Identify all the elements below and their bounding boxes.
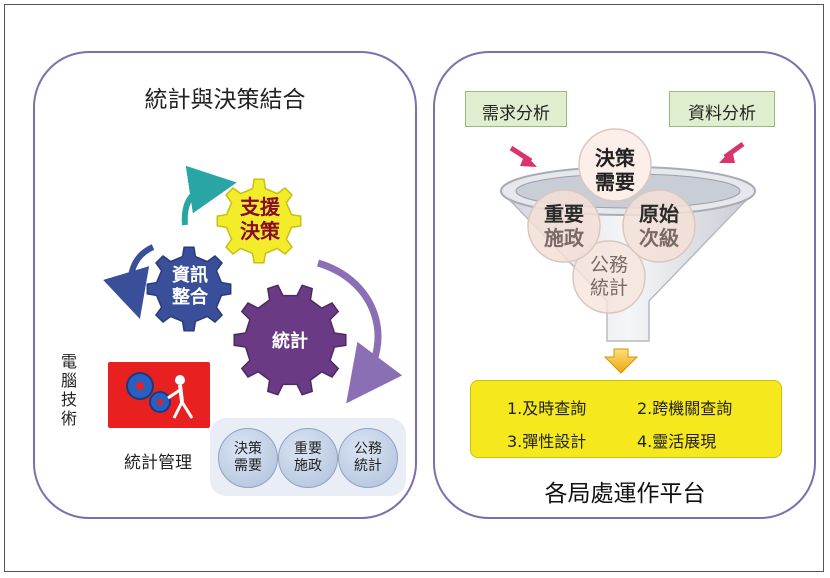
feature-4: 4.靈活展現 bbox=[637, 432, 717, 451]
chip-item: 重要施政 bbox=[278, 428, 338, 488]
purple-cycle-arrow bbox=[316, 259, 403, 404]
down-arrow bbox=[603, 348, 639, 374]
gears-figure-icon bbox=[126, 372, 194, 419]
funnel-circle-top bbox=[578, 128, 652, 202]
platform-title: 各局處運作平台 bbox=[544, 481, 706, 507]
left-panel-title: 統計與決策結合 bbox=[144, 87, 306, 113]
circle-top-label: 決策需要 bbox=[595, 146, 635, 194]
funnel-circle-left bbox=[527, 189, 601, 263]
gear-stats-icon bbox=[233, 284, 347, 396]
funnel-diagram bbox=[499, 128, 757, 374]
feature-2: 2.跨機關查詢 bbox=[637, 399, 733, 418]
pink-arrow-right-head bbox=[719, 149, 735, 163]
funnel-circle-bottom bbox=[572, 240, 646, 314]
gear-integration-label: 資訊整合 bbox=[172, 265, 208, 308]
feature-3: 3.彈性設計 bbox=[507, 432, 587, 451]
gear-diagram bbox=[103, 165, 403, 404]
circle-right-label: 原始次級 bbox=[639, 202, 679, 250]
input-box-demand: 需求分析 bbox=[465, 91, 567, 127]
computer-tech-image bbox=[108, 362, 210, 428]
circle-left-label: 重要施政 bbox=[544, 202, 584, 250]
features-box: 1.及時查詢 2.跨機關查詢 3.彈性設計 4.靈活展現 bbox=[470, 380, 782, 458]
gear-integration-icon bbox=[146, 246, 232, 332]
outer-frame bbox=[4, 4, 824, 572]
circle-bottom-label: 公務統計 bbox=[589, 254, 628, 299]
feature-1: 1.及時查詢 bbox=[507, 399, 587, 418]
funnel-circle-right bbox=[622, 189, 696, 263]
blue-cycle-arrow bbox=[103, 244, 155, 319]
chip-item: 公務統計 bbox=[338, 428, 398, 488]
gear-stats-label: 統計 bbox=[272, 331, 308, 352]
input-box-data: 資料分析 bbox=[669, 91, 775, 127]
chip-item: 決策需要 bbox=[218, 428, 278, 488]
gear-support-label: 支援決策 bbox=[240, 195, 280, 243]
gear-support-icon bbox=[216, 178, 302, 264]
computer-tech-label: 電腦技術 bbox=[60, 352, 77, 428]
teal-cycle-arrow bbox=[181, 165, 237, 226]
stats-mgmt-label: 統計管理 bbox=[124, 453, 192, 473]
pink-arrow-left-head bbox=[520, 154, 537, 167]
